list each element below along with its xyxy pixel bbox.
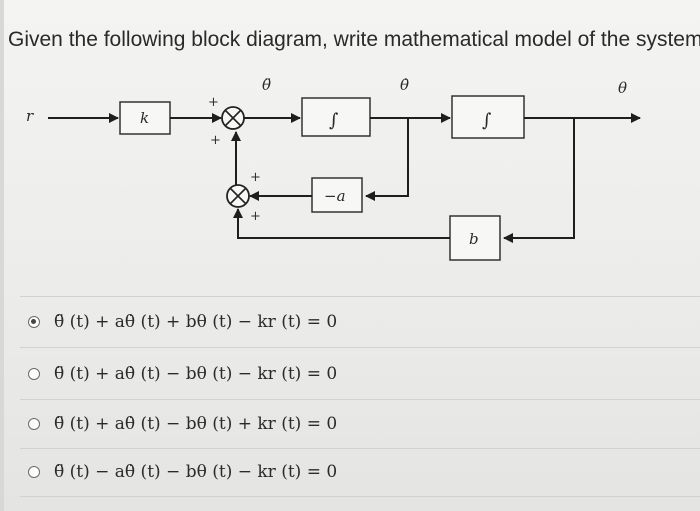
feedback-a-label: −a [324,187,346,205]
radio-button-4[interactable] [28,466,40,478]
answer-option-2[interactable]: θ̈ (t) + aθ̇ (t) − bθ (t) − kr (t) = 0 [28,354,688,394]
question-text: Given the following block diagram, write… [8,28,700,51]
theta-dot-label: θ̇ [400,76,409,94]
theta-ddot-label: θ̈ [262,76,271,94]
divider-1 [20,347,700,348]
answer-option-1[interactable]: θ̈ (t) + aθ̇ (t) + bθ (t) − kr (t) = 0 [28,302,688,342]
gain-k-block [119,101,171,135]
theta-label: θ [618,79,627,97]
sum1-plus-bottom: + [210,133,221,148]
sum2-plus-right: + [250,170,261,185]
answer-option-1-label: θ̈ (t) + aθ̇ (t) + bθ (t) − kr (t) = 0 [54,312,338,332]
block-diagram: r k + + θ̈ ∫ θ̇ ∫ θ −a + + b [26,76,641,261]
integrator-1-block [301,97,371,137]
feedback-b-label: b [469,230,479,248]
divider-3 [20,448,700,449]
divider-top [20,296,700,297]
answer-option-2-label: θ̈ (t) + aθ̇ (t) − bθ (t) − kr (t) = 0 [54,364,338,384]
summing-junction-2 [226,184,250,208]
integrator-1-label: ∫ [329,110,339,131]
radio-button-1[interactable] [28,316,40,328]
integrator-2-label: ∫ [482,110,492,131]
answer-option-4-label: θ̈ (t) − aθ̇ (t) − bθ (t) − kr (t) = 0 [54,462,338,482]
sum2-plus-bottom: + [250,209,261,224]
radio-button-2[interactable] [28,368,40,380]
input-label: r [26,107,34,125]
divider-4 [20,496,700,497]
radio-button-3[interactable] [28,418,40,430]
summing-junction-1 [221,106,245,130]
sum1-plus-top: + [208,95,219,110]
answer-option-3-label: θ̈ (t) + aθ̇ (t) − bθ (t) + kr (t) = 0 [54,414,338,434]
answer-option-3[interactable]: θ̈ (t) + aθ̇ (t) − bθ (t) + kr (t) = 0 [28,404,688,444]
answer-option-4[interactable]: θ̈ (t) − aθ̇ (t) − bθ (t) − kr (t) = 0 [28,452,688,492]
divider-2 [20,399,700,400]
gain-k-label: k [140,109,149,127]
left-border [0,0,4,511]
